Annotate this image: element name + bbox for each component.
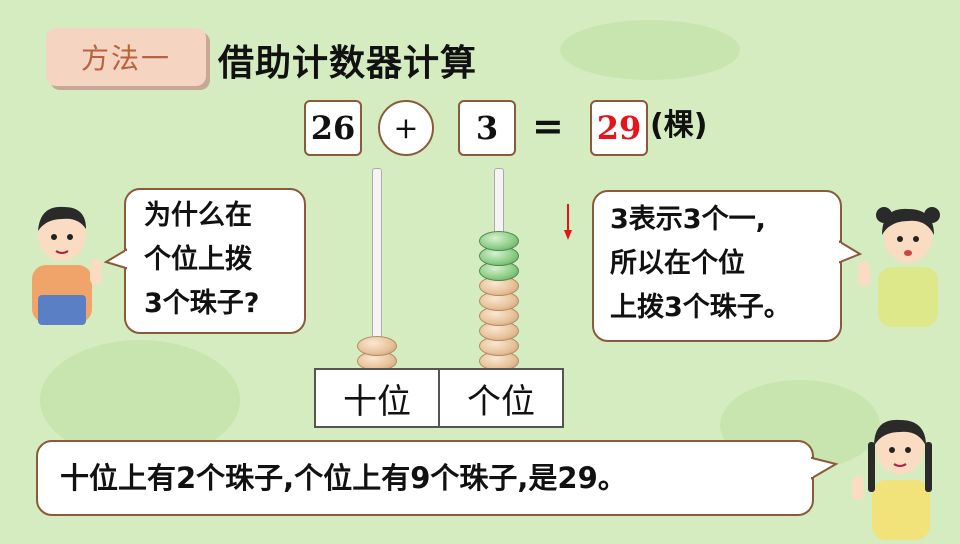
bubble-tail-icon (838, 240, 862, 264)
bead (479, 231, 519, 251)
girl-speech-bubble: 3表示3个一, 所以在个位 上拨3个珠子。 (592, 190, 842, 342)
abacus-base: 十位 个位 (314, 368, 564, 428)
down-arrow-icon (563, 204, 572, 240)
bubble-text: 十位上有2个珠子,个位上有9个珠子,是29。 (60, 461, 627, 495)
bg-blob (560, 20, 740, 80)
bubble-line: 个位上拨 (144, 244, 252, 275)
girl-figure (856, 195, 956, 335)
girl-illustration-icon (852, 419, 932, 540)
result: 29 (590, 100, 648, 156)
tens-place-label: 十位 (343, 381, 411, 422)
unit-label: (棵) (650, 108, 708, 143)
ones-place-label: 个位 (438, 370, 562, 426)
operator-plus: + (378, 100, 434, 156)
operand-a: 26 (304, 100, 362, 156)
bubble-tail-icon (810, 456, 838, 480)
bead (357, 336, 397, 356)
bubble-line: 3个珠子? (144, 288, 260, 319)
equals-sign: = (532, 103, 564, 148)
operand-b: 3 (458, 100, 516, 156)
boy-figure (14, 195, 114, 335)
page-title: 借助计数器计算 (218, 43, 478, 84)
boy-illustration-icon (32, 206, 102, 325)
girl-illustration-icon (858, 207, 940, 327)
bubble-line: 上拨3个珠子。 (610, 292, 791, 323)
bubble-tail-icon (104, 248, 128, 270)
boy-speech-bubble: 为什么在 个位上拨 3个珠子? (124, 188, 306, 334)
girl-figure (848, 408, 948, 540)
method-tag: 方法一 (46, 28, 206, 86)
bubble-line: 3表示3个一, (610, 204, 766, 235)
bubble-line: 为什么在 (144, 200, 252, 231)
bubble-line: 所以在个位 (610, 248, 745, 279)
bottom-speech-bubble: 十位上有2个珠子,个位上有9个珠子,是29。 (36, 440, 814, 516)
